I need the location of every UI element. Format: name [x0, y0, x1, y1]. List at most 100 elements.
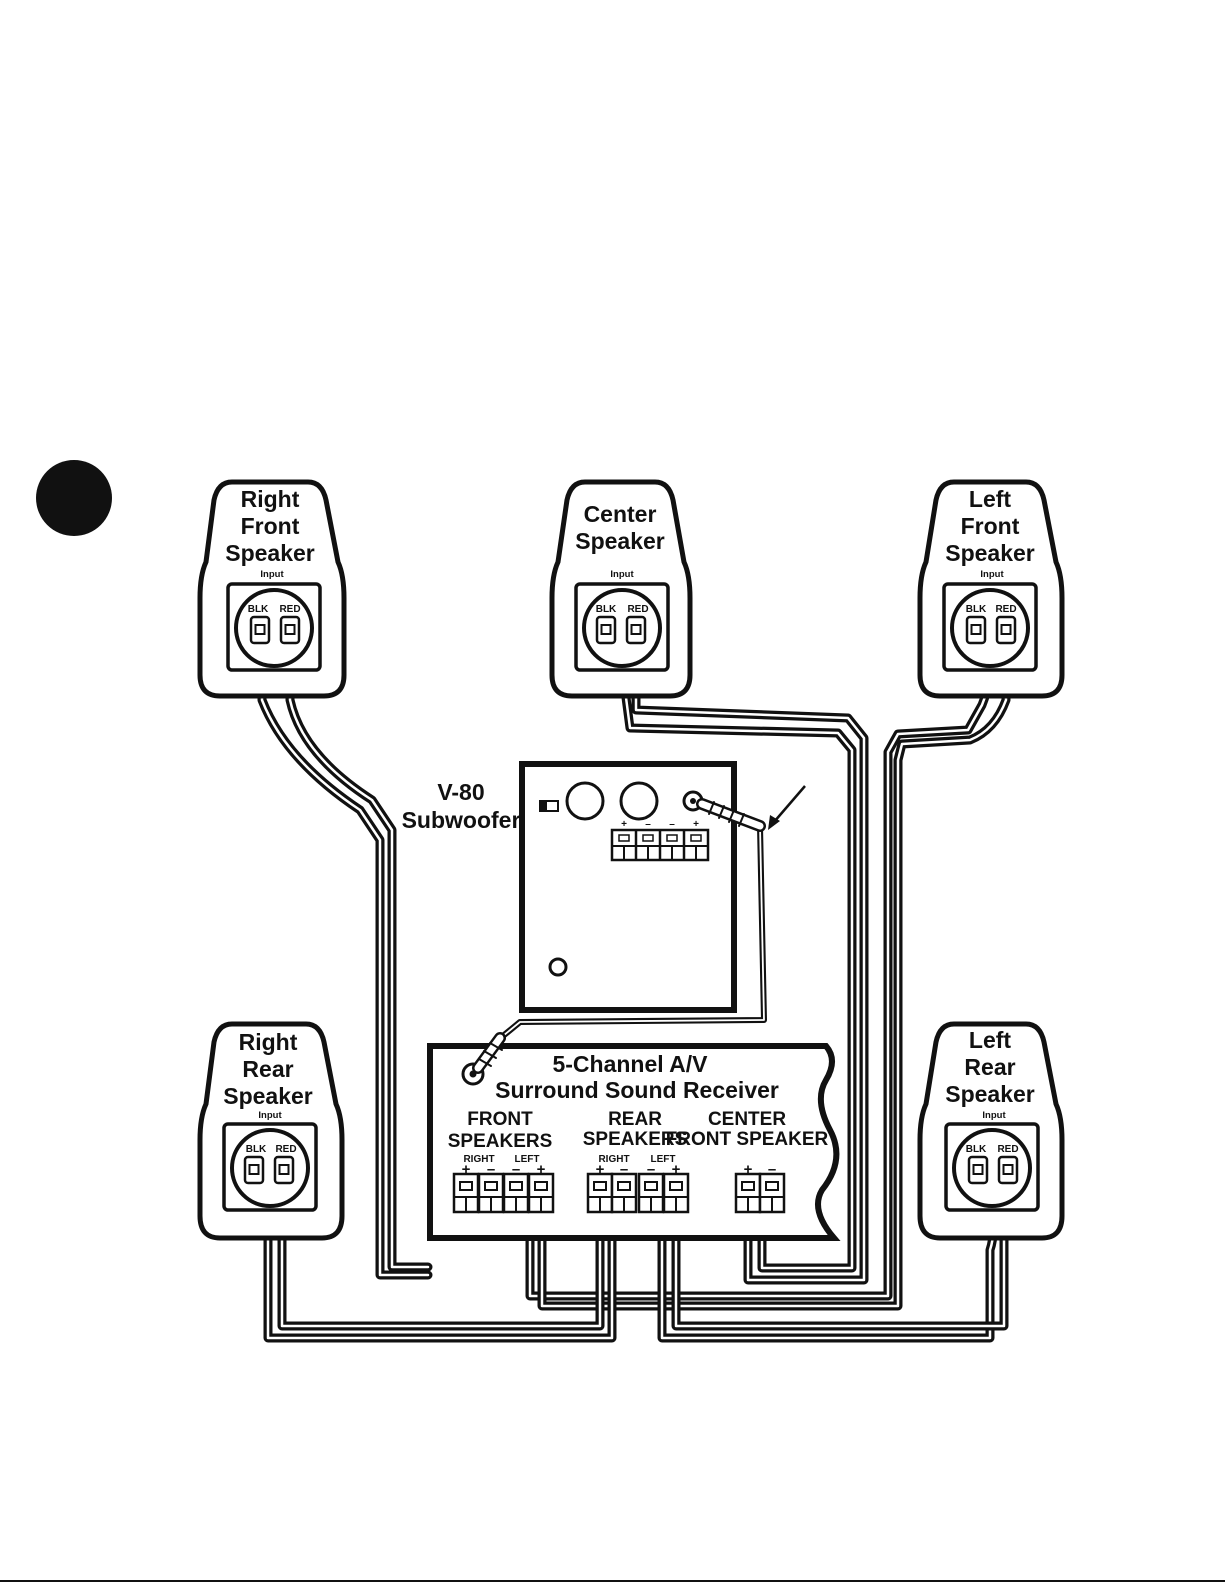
- control-knob-icon: [619, 781, 659, 821]
- terminal-sign: +: [693, 819, 699, 830]
- channel-label: LEFT: [515, 1154, 540, 1165]
- input-label: Input: [258, 1110, 282, 1121]
- speaker-terminal-icon: [586, 1172, 614, 1214]
- terminal-sign: +: [462, 1161, 471, 1178]
- speaker-terminal-icon: [273, 1155, 295, 1185]
- terminal-sign: –: [487, 1161, 495, 1178]
- receiver-title: 5-Channel A/V: [552, 1051, 708, 1077]
- speaker-terminal-icon: [243, 1155, 265, 1185]
- speaker-terminal-icon: [637, 1172, 665, 1214]
- terminal-sign: +: [596, 1161, 605, 1178]
- speaker-terminal-icon: [595, 615, 617, 645]
- terminal-sign: –: [768, 1161, 776, 1178]
- speaker-label: Speaker: [575, 528, 665, 554]
- terminal-cup: [582, 588, 662, 668]
- terminal-cup: [234, 588, 314, 668]
- section-label: FRONT: [467, 1109, 533, 1130]
- speaker-label: Right: [241, 486, 300, 512]
- subwoofer: V-80 Subwoofer + – – +: [402, 761, 737, 1013]
- receiver-title: Surround Sound Receiver: [495, 1077, 779, 1103]
- blk-label: BLK: [966, 1144, 987, 1155]
- speaker-terminal-icon: [527, 1172, 555, 1214]
- receiver: 5-Channel A/V Surround Sound Receiver FR…: [427, 1043, 841, 1241]
- section-label: FRONT SPEAKER: [666, 1129, 829, 1150]
- terminal-sign: –: [620, 1161, 628, 1178]
- terminal-sign: –: [647, 1161, 655, 1178]
- terminal-cup: [230, 1128, 310, 1208]
- speaker-label: Speaker: [225, 540, 315, 566]
- input-label: Input: [982, 1110, 1006, 1121]
- section-label: REAR: [608, 1109, 662, 1130]
- blk-label: BLK: [966, 604, 987, 615]
- speaker-left-rear: Left Rear Speaker Input BLK RED: [917, 1021, 1065, 1241]
- input-label: Input: [260, 569, 284, 580]
- red-label: RED: [995, 604, 1016, 615]
- control-knob-icon: [565, 781, 605, 821]
- speaker-terminal-icon: [502, 1172, 530, 1214]
- speaker-terminal-icon: [249, 615, 271, 645]
- speaker-terminal-icon: [995, 615, 1017, 645]
- red-label: RED: [627, 604, 648, 615]
- speaker-terminal-icon: [997, 1155, 1019, 1185]
- speaker-terminal-icon: [965, 615, 987, 645]
- speaker-label: Speaker: [945, 540, 1035, 566]
- section-label: CENTER: [708, 1109, 786, 1130]
- red-label: RED: [275, 1144, 296, 1155]
- terminal-sign: +: [672, 1161, 681, 1178]
- rca-plug-icon: [472, 1032, 506, 1074]
- speaker-label: Speaker: [223, 1083, 313, 1109]
- speaker-label: Left: [969, 486, 1012, 512]
- terminal-cup: [950, 588, 1030, 668]
- speaker-label: Speaker: [945, 1081, 1035, 1107]
- speaker-right-front: Right Front Speaker Input BLK RED: [197, 479, 347, 699]
- speaker-terminal-icon: [662, 1172, 690, 1214]
- input-label: Input: [980, 569, 1004, 580]
- terminal-sign: +: [537, 1161, 546, 1178]
- speaker-terminal-icon: [734, 1172, 762, 1214]
- input-label: Input: [610, 569, 634, 580]
- red-label: RED: [997, 1144, 1018, 1155]
- section-label: SPEAKERS: [448, 1131, 553, 1152]
- section-label: SPEAKERS: [583, 1129, 688, 1150]
- terminal-sign: –: [512, 1161, 520, 1178]
- speaker-label: Center: [584, 501, 657, 527]
- blk-label: BLK: [246, 1144, 267, 1155]
- speaker-terminal-icon: [452, 1172, 480, 1214]
- blk-label: BLK: [596, 604, 617, 615]
- channel-label: RIGHT: [463, 1154, 494, 1165]
- blk-label: BLK: [248, 604, 269, 615]
- pointer-arrow-icon: [768, 785, 806, 830]
- speaker-left-front: Left Front Speaker Input BLK RED: [917, 479, 1065, 699]
- speaker-terminal-icon: [477, 1172, 505, 1214]
- speaker-terminal-icon: [279, 615, 301, 645]
- speaker-right-rear: Right Rear Speaker Input BLK RED: [197, 1021, 345, 1241]
- terminal-sign: –: [669, 819, 675, 830]
- speaker-label: Front: [961, 513, 1020, 539]
- step-marker-dot-icon: [36, 460, 112, 536]
- speaker-terminal-icon: [625, 615, 647, 645]
- rca-cable: [472, 798, 767, 1074]
- subwoofer-label: Subwoofer: [402, 807, 521, 833]
- speaker-label: Left: [969, 1027, 1012, 1053]
- speaker-label: Front: [241, 513, 300, 539]
- subwoofer-label: V-80: [437, 779, 484, 805]
- channel-label: LEFT: [651, 1154, 676, 1165]
- indicator-led: [548, 957, 568, 977]
- speaker-terminal-icon: [967, 1155, 989, 1185]
- red-label: RED: [279, 604, 300, 615]
- channel-label: RIGHT: [598, 1154, 629, 1165]
- speaker-label: Rear: [964, 1054, 1015, 1080]
- speaker-label: Right: [239, 1029, 298, 1055]
- terminal-sign: +: [621, 819, 627, 830]
- subwoofer-terminals: [610, 828, 710, 862]
- terminal-sign: +: [744, 1161, 753, 1178]
- terminal-cup: [952, 1128, 1032, 1208]
- wire-right-front: [257, 631, 433, 1280]
- rca-plug-icon: [696, 798, 766, 832]
- speaker-center: Center Speaker Input BLK RED: [549, 479, 693, 699]
- terminal-sign: –: [645, 819, 651, 830]
- speaker-terminal-icon: [610, 1172, 638, 1214]
- speaker-terminal-icon: [758, 1172, 786, 1214]
- speaker-label: Rear: [242, 1056, 293, 1082]
